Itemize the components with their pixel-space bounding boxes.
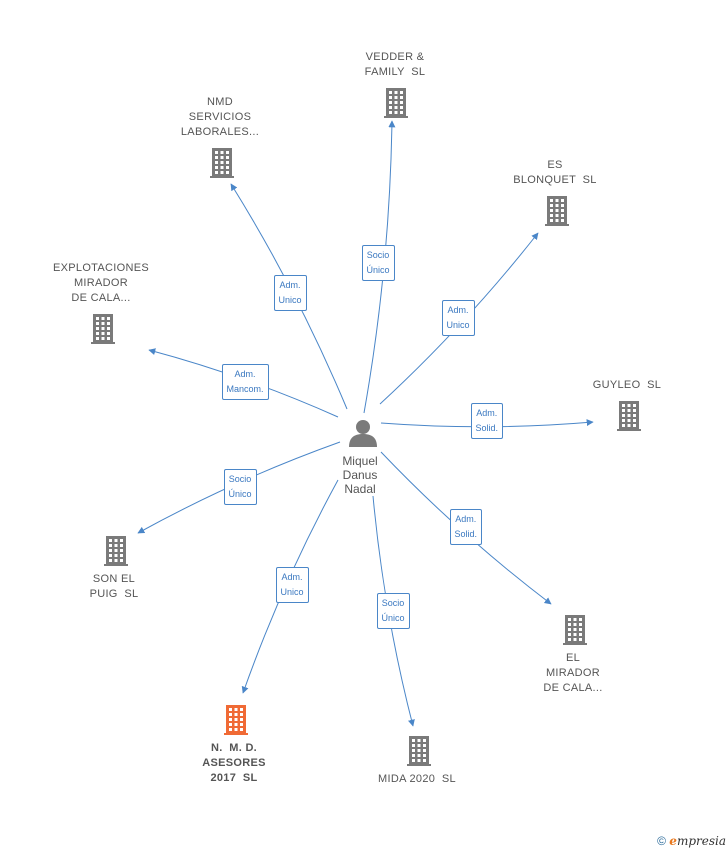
copyright-icon: ©: [657, 834, 666, 848]
company-label-guyleo[interactable]: GUYLEO SL: [547, 378, 707, 393]
company-label-el-mirador[interactable]: EL MIRADOR DE CALA...: [493, 651, 653, 696]
building-icon[interactable]: [210, 148, 234, 178]
building-icon[interactable]: [384, 88, 408, 118]
center-name-line: Nadal: [344, 482, 376, 496]
relation-label-line: Socio: [228, 474, 252, 484]
company-label-line: VEDDER &: [365, 51, 425, 63]
relation-label-line: Unico: [280, 587, 304, 597]
company-label-line: PUIG SL: [89, 588, 139, 600]
relation-label-line: Único: [228, 489, 252, 499]
company-label-line: FAMILY SL: [364, 66, 426, 78]
company-label-line: EL: [565, 652, 581, 664]
company-label-line: NMD: [207, 96, 233, 108]
company-label-line: ASESORES: [202, 757, 266, 769]
center-name-line: Miquel: [342, 454, 378, 468]
company-label-line: EXPLOTACIONES: [53, 262, 149, 274]
building-icon[interactable]: [224, 705, 248, 735]
company-label-line: ES: [547, 159, 563, 171]
person-icon: [349, 420, 377, 447]
company-label-line: SERVICIOS: [188, 111, 252, 123]
company-label-es-blonquet[interactable]: ES BLONQUET SL: [475, 158, 635, 188]
relation-label-line: Único: [366, 265, 390, 275]
relation-label-line: Único: [381, 613, 405, 623]
relation-label-line: Adm.: [476, 408, 498, 418]
company-label-line: 2017 SL: [210, 772, 258, 784]
relation-label-es-blonquet[interactable]: Adm. Unico: [441, 300, 475, 336]
building-icon[interactable]: [91, 314, 115, 344]
brand-name: mpresia: [676, 834, 726, 848]
company-label-line: DE CALA...: [543, 682, 603, 694]
relation-label-line: Adm.: [455, 514, 477, 524]
company-label-line: N. M. D.: [210, 742, 258, 754]
building-icon[interactable]: [617, 401, 641, 431]
center-name-line: Danus: [342, 468, 378, 482]
building-icon[interactable]: [104, 536, 128, 566]
relation-label-line: Unico: [446, 320, 470, 330]
company-label-mida-2020[interactable]: MIDA 2020 SL: [337, 772, 497, 787]
relation-label-line: Unico: [278, 295, 302, 305]
company-label-explotaciones[interactable]: EXPLOTACIONES MIRADOR DE CALA...: [21, 261, 181, 306]
company-label-vedder[interactable]: VEDDER & FAMILY SL: [315, 50, 475, 80]
company-label-nmd-asesores[interactable]: N. M. D. ASESORES 2017 SL: [154, 741, 314, 786]
company-label-line: MIDA 2020 SL: [378, 773, 456, 785]
company-label-line: BLONQUET SL: [513, 174, 597, 186]
relation-label-line: Solid.: [475, 423, 499, 433]
company-label-nmd-servicios[interactable]: NMD SERVICIOS LABORALES...: [140, 95, 300, 140]
relation-label-line: Adm.: [447, 305, 469, 315]
footer-brand: © empresia: [657, 834, 726, 848]
building-icon[interactable]: [407, 736, 431, 766]
company-label-son-el-puig[interactable]: SON EL PUIG SL: [34, 572, 194, 602]
relation-label-line: Adm.: [279, 280, 301, 290]
center-person-name[interactable]: Miquel Danus Nadal: [320, 454, 400, 496]
relation-label-explotaciones[interactable]: Adm. Mancom.: [221, 364, 269, 400]
relation-label-el-mirador[interactable]: Adm. Solid.: [449, 509, 483, 545]
company-label-line: MIRADOR: [73, 277, 129, 289]
relation-label-nmd-asesores[interactable]: Adm. Unico: [275, 567, 309, 603]
relation-label-nmd-servicios[interactable]: Adm. Unico: [273, 275, 307, 311]
company-label-line: LABORALES...: [180, 126, 260, 138]
relation-label-line: Adm.: [234, 369, 256, 379]
relation-label-line: Solid.: [454, 529, 478, 539]
company-label-line: GUYLEO SL: [592, 379, 662, 391]
brand-logo-initial: e: [669, 834, 677, 848]
company-label-line: MIRADOR: [545, 667, 601, 679]
relation-label-line: Socio: [366, 250, 390, 260]
building-icon[interactable]: [545, 196, 569, 226]
relation-label-line: Mancom.: [226, 384, 264, 394]
company-label-line: SON EL: [92, 573, 136, 585]
building-icon[interactable]: [563, 615, 587, 645]
company-label-line: DE CALA...: [71, 292, 131, 304]
relation-label-line: Socio: [381, 598, 405, 608]
relation-label-guyleo[interactable]: Adm. Solid.: [470, 403, 504, 439]
relation-label-line: Adm.: [281, 572, 303, 582]
